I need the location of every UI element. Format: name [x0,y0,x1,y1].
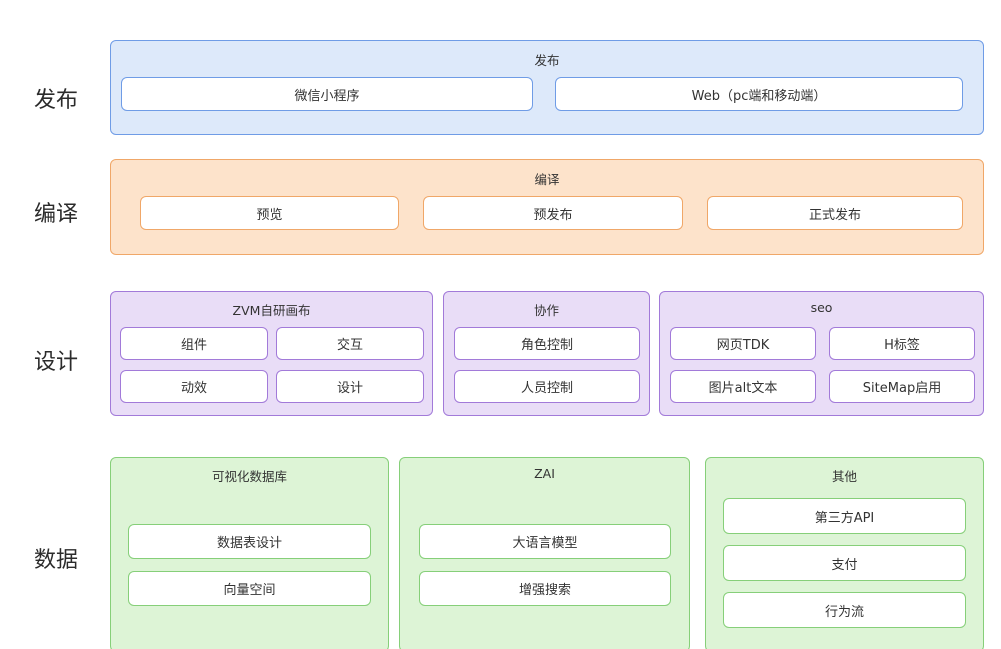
design-item-interaction[interactable]: 交互 [276,327,424,360]
design-canvas-title: ZVM自研画布 [232,303,311,318]
compile-panel-title: 编译 [534,172,560,187]
row-label-design: 设计 [34,350,79,375]
design-seo-panel: seo 网页TDK H标签 图片alt文本 SiteMap启用 [659,291,984,416]
design-item-animation[interactable]: 动效 [120,370,268,403]
data-item-behavior-flow[interactable]: 行为流 [723,592,966,628]
data-item-llm[interactable]: 大语言模型 [419,524,671,559]
publish-panel: 发布 微信小程序 Web（pc端和移动端） [110,40,984,135]
design-item-component[interactable]: 组件 [120,327,268,360]
seo-item-h-tag[interactable]: H标签 [829,327,975,360]
data-zai-title: ZAI [534,466,555,481]
row-label-compile: 编译 [34,202,79,227]
data-zai-panel: ZAI 大语言模型 增强搜索 [399,457,690,649]
seo-item-sitemap[interactable]: SiteMap启用 [829,370,975,403]
publish-item-web[interactable]: Web（pc端和移动端） [555,77,963,111]
compile-item-release[interactable]: 正式发布 [707,196,963,230]
row-label-publish: 发布 [34,88,79,113]
design-canvas-panel: ZVM自研画布 组件 交互 动效 设计 [110,291,433,416]
data-other-panel: 其他 第三方API 支付 行为流 [705,457,984,649]
data-viz-panel: 可视化数据库 数据表设计 向量空间 [110,457,389,649]
publish-panel-title: 发布 [534,53,560,68]
design-collab-panel: 协作 角色控制 人员控制 [443,291,650,416]
data-other-title: 其他 [831,469,857,484]
design-collab-title: 协作 [533,303,559,318]
compile-item-prerelease[interactable]: 预发布 [423,196,683,230]
row-label-data: 数据 [34,548,79,573]
design-item-role-control[interactable]: 角色控制 [454,327,640,360]
design-item-design[interactable]: 设计 [276,370,424,403]
data-viz-title: 可视化数据库 [211,469,287,484]
compile-item-preview[interactable]: 预览 [140,196,399,230]
data-item-third-party-api[interactable]: 第三方API [723,498,966,534]
design-seo-title: seo [810,300,833,315]
data-item-enhanced-search[interactable]: 增强搜索 [419,571,671,606]
compile-panel: 编译 预览 预发布 正式发布 [110,159,984,255]
seo-item-tdk[interactable]: 网页TDK [670,327,816,360]
data-item-vector-space[interactable]: 向量空间 [128,571,371,606]
design-item-member-control[interactable]: 人员控制 [454,370,640,403]
data-item-payment[interactable]: 支付 [723,545,966,581]
data-item-table-design[interactable]: 数据表设计 [128,524,371,559]
seo-item-img-alt[interactable]: 图片alt文本 [670,370,816,403]
publish-item-wechat[interactable]: 微信小程序 [121,77,533,111]
